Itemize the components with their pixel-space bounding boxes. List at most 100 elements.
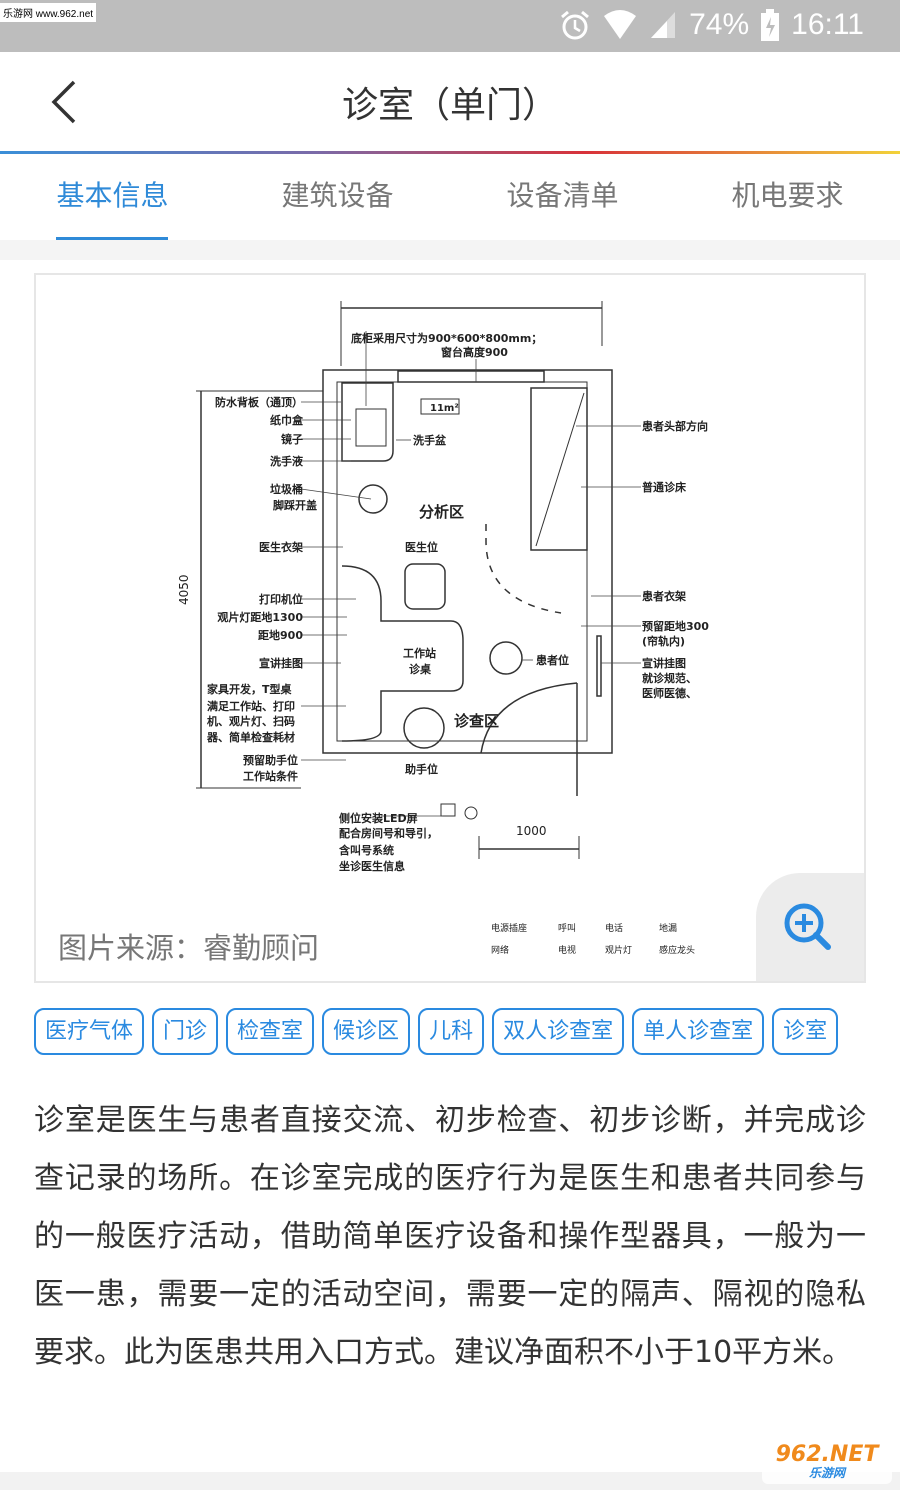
- plan-label: 观片灯距地1300: [217, 610, 303, 624]
- legend-item: 观片灯: [605, 944, 632, 956]
- window: [397, 370, 545, 383]
- plan-label: 底柜采用尺寸为900*600*800mm；: [351, 331, 542, 345]
- plan-label: 普通诊床: [642, 480, 687, 494]
- tab-equipment-list[interactable]: 设备清单: [506, 179, 619, 212]
- image-source: 图片来源：睿勤顾问: [58, 931, 320, 965]
- plan-label: 诊桌: [409, 662, 432, 676]
- status-bar: 乐游网 www.962.net 74% 16:11: [0, 0, 900, 52]
- assistant-seat: [403, 707, 445, 749]
- tab-building-equipment[interactable]: 建筑设备: [281, 179, 394, 212]
- zone-label: 诊查区: [454, 712, 499, 730]
- plan-label: 坐诊医生信息: [339, 859, 405, 873]
- clock: 16:11: [791, 8, 864, 41]
- floor-plan-card: 防水背板（通顶） 纸巾盒 镜子 洗手液 垃圾桶 脚踩开盖 医生衣架 打印机位 观…: [34, 273, 866, 983]
- plan-label: 预留距地300: [642, 619, 709, 633]
- area-box: [420, 398, 460, 415]
- site-watermark: 乐游网 www.962.net: [0, 3, 97, 22]
- legend-item: 呼叫: [558, 923, 576, 934]
- legend-item: 网络: [491, 944, 509, 956]
- legend-item: 电话: [605, 922, 623, 934]
- plan-label: 工作站: [403, 646, 436, 660]
- plan-label: 预留助手位: [243, 753, 298, 767]
- alarm-icon: [561, 10, 590, 40]
- plan-label: 纸巾盒: [270, 413, 304, 427]
- tab-bar: 基本信息 建筑设备 设备清单 机电要求: [0, 154, 900, 240]
- bottom-divider: [0, 1472, 900, 1490]
- doctor-chair: [404, 563, 446, 610]
- plan-label: 脚踩开盖: [273, 498, 317, 512]
- t-desk: [341, 565, 464, 742]
- app-header: 诊室（单门）: [0, 52, 900, 152]
- tag-list: 医疗气体 门诊 检查室 候诊区 儿科 双人诊查室 单人诊查室 诊室: [34, 1008, 839, 1055]
- tag[interactable]: 检查室: [226, 1008, 315, 1055]
- plan-label: 患者位: [536, 653, 569, 667]
- tag[interactable]: 门诊: [152, 1008, 219, 1055]
- legend-item: 感应龙头: [659, 944, 695, 956]
- plan-label: 窗台高度900: [441, 345, 508, 359]
- patient-seat: [489, 641, 523, 675]
- wall-poster: [596, 635, 602, 697]
- section-divider: [0, 240, 900, 260]
- outer-wall: [322, 369, 613, 754]
- plan-label: 器、简单检查耗材: [206, 730, 295, 744]
- tab-mep-requirements[interactable]: 机电要求: [731, 179, 844, 212]
- plan-label: (帘轨内): [642, 634, 685, 648]
- plan-label: 就诊规范、: [642, 671, 697, 685]
- trash-bin: [358, 484, 388, 514]
- tag[interactable]: 双人诊查室: [492, 1008, 625, 1055]
- room-description: 诊室是医生与患者直接交流、初步检查、初步诊断，并完成诊查记录的场所。在诊室完成的…: [34, 1103, 866, 1370]
- plan-label: 医生衣架: [259, 540, 303, 554]
- plan-label: 侧位安装LED屏: [339, 811, 418, 825]
- plan-label: 防水背板（通顶）: [215, 395, 303, 409]
- logo-sub: 乐游网: [808, 1466, 845, 1480]
- battery-percent: 74%: [689, 8, 750, 41]
- tag[interactable]: 单人诊查室: [632, 1008, 765, 1055]
- logo-main: 962.NET: [775, 1442, 879, 1467]
- door-swing: [480, 682, 578, 796]
- battery-charging-icon: [761, 9, 780, 41]
- legend-item: 电源插座: [491, 922, 527, 934]
- plan-label: 宣讲挂图: [642, 656, 686, 670]
- plan-label: 工作站条件: [243, 769, 298, 783]
- tab-basic-info[interactable]: 基本信息: [0, 154, 225, 240]
- plan-label: 满足工作站、打印: [207, 699, 295, 713]
- plan-label: 家具开发，T型桌: [207, 682, 293, 696]
- base-cabinet: [341, 382, 394, 462]
- area-label: 11m²: [430, 403, 459, 414]
- back-arrow-icon[interactable]: [48, 80, 88, 124]
- height-dimension: 4050: [177, 574, 191, 605]
- plan-label: 医师医德、: [642, 686, 697, 700]
- page-title: 诊室（单门）: [341, 85, 558, 126]
- plan-label: 医生位: [405, 540, 438, 554]
- plan-label: 机、观片灯、扫码: [207, 714, 295, 728]
- plan-label: 宣讲挂图: [259, 656, 303, 670]
- signal-icon: [651, 12, 676, 38]
- curtain-track: [485, 524, 562, 614]
- plan-label: 镜子: [281, 432, 303, 446]
- tag[interactable]: 候诊区: [322, 1008, 411, 1055]
- zoom-in-button[interactable]: [756, 873, 864, 981]
- plan-label: 患者衣架: [642, 589, 686, 603]
- wifi-icon: [604, 10, 637, 39]
- door-dimension: 1000: [516, 824, 547, 838]
- wash-basin: [355, 408, 387, 447]
- plan-label: 助手位: [405, 762, 438, 776]
- tag[interactable]: 儿科: [418, 1008, 485, 1055]
- plan-label: 洗手液: [270, 454, 304, 468]
- zone-label: 分析区: [419, 503, 464, 521]
- plan-label: 患者头部方向: [642, 419, 708, 433]
- plan-label: 距地900: [258, 628, 303, 642]
- plan-legend: 电源插座 呼叫 电话 地漏 网络 电视 观片灯 感应龙头: [491, 922, 695, 956]
- legend-item: 电视: [558, 944, 576, 956]
- plan-label: 打印机位: [259, 592, 303, 606]
- zoom-in-icon: [784, 903, 831, 950]
- legend-item: 地漏: [659, 922, 677, 934]
- gradient-divider: [0, 151, 900, 154]
- tag[interactable]: 医疗气体: [34, 1008, 145, 1055]
- tag[interactable]: 诊室: [772, 1008, 839, 1055]
- plan-label: 配合房间号和导引，: [339, 826, 438, 840]
- plan-label: 洗手盆: [413, 433, 447, 447]
- exam-bed: [530, 387, 588, 551]
- plan-label: 垃圾桶: [270, 482, 303, 496]
